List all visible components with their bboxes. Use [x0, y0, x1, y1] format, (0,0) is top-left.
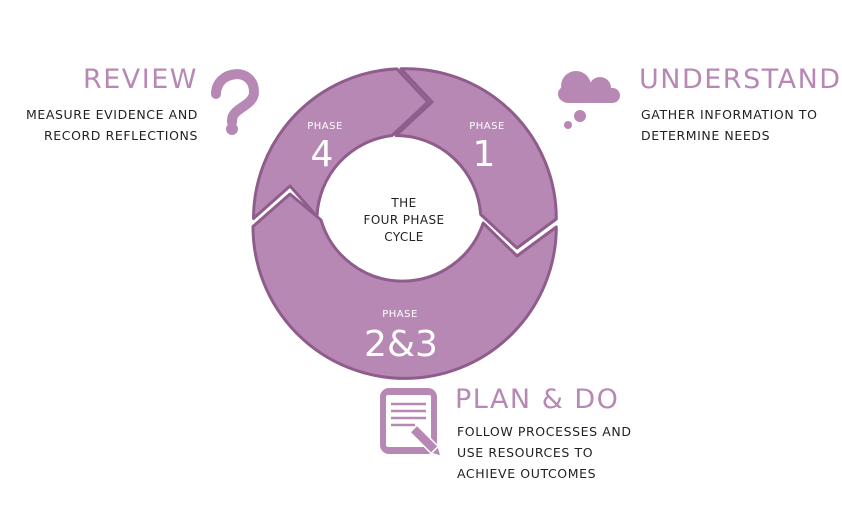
understand-description-line: GATHER INFORMATION TO [641, 107, 818, 122]
phase-1-number: 1 [473, 134, 496, 175]
review-description-line: MEASURE EVIDENCE AND [25, 107, 198, 122]
review-description-line: RECORD REFLECTIONS [43, 128, 198, 143]
center-label: THE FOUR PHASE CYCLE [364, 196, 445, 244]
review-description: MEASURE EVIDENCE AND RECORD REFLECTIONS [26, 104, 198, 146]
phase-2-3-caption: PHASE [382, 309, 418, 320]
ring-segment-phase-4 [252, 67, 430, 220]
phase-2-3-number: 2&3 [364, 324, 438, 365]
phase-4-caption: PHASE [307, 121, 343, 132]
plan-do-description-line: USE RESOURCES TO [457, 445, 594, 460]
phase-4-number: 4 [311, 134, 334, 175]
plan-do-description-line: FOLLOW PROCESSES AND [457, 424, 632, 439]
center-label-line: FOUR PHASE [364, 213, 445, 227]
question-mark-icon [211, 69, 260, 135]
plan-do-description-line: ACHIEVE OUTCOMES [457, 466, 597, 481]
understand-description-line: DETERMINE NEEDS [641, 128, 771, 143]
center-label-line: THE [390, 196, 416, 210]
plan-do-description: FOLLOW PROCESSES AND USE RESOURCES TO AC… [457, 421, 632, 484]
understand-description: GATHER INFORMATION TO DETERMINE NEEDS [641, 104, 818, 146]
center-label-line: CYCLE [384, 230, 424, 244]
ring-segment-phase-2-3 [251, 192, 558, 380]
document-pencil-icon [380, 388, 443, 458]
review-title: REVIEW [82, 64, 198, 95]
plan-do-title: PLAN & DO [455, 384, 620, 415]
ring-segment-phase-1 [394, 67, 558, 250]
phase-1-caption: PHASE [469, 121, 505, 132]
understand-title: UNDERSTAND [639, 64, 842, 95]
thought-cloud-icon [558, 71, 620, 129]
